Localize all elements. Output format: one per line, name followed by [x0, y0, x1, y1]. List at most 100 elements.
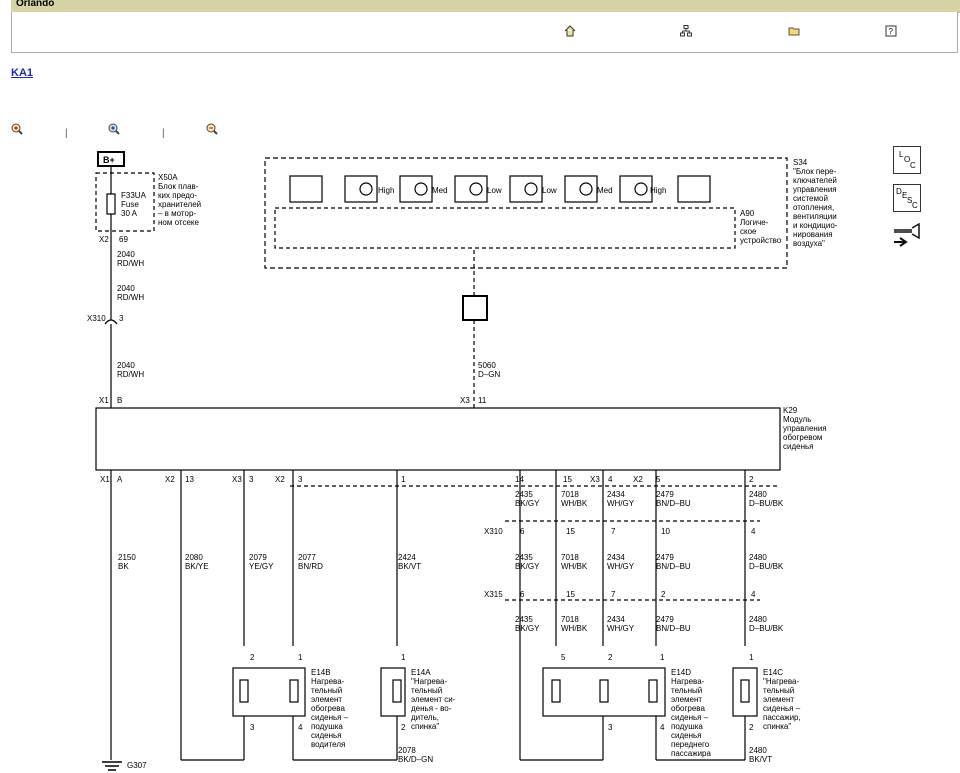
- svg-text:переднего: переднего: [671, 740, 710, 749]
- svg-text:2434: 2434: [607, 615, 625, 624]
- svg-text:водителя: водителя: [311, 740, 345, 749]
- svg-text:"Нагрева-: "Нагрева-: [763, 677, 799, 686]
- help-icon[interactable]: ?: [885, 25, 897, 37]
- svg-text:ское: ское: [740, 227, 757, 236]
- svg-text:4: 4: [298, 723, 303, 732]
- svg-text:X1: X1: [99, 396, 109, 405]
- svg-text:A: A: [117, 475, 123, 484]
- svg-text:2479: 2479: [656, 490, 674, 499]
- svg-text:элемент: элемент: [311, 695, 342, 704]
- svg-text:элемент: элемент: [763, 695, 794, 704]
- svg-text:2480: 2480: [749, 746, 767, 755]
- svg-text:тельный: тельный: [411, 686, 442, 695]
- zoom-fit-icon[interactable]: [108, 123, 120, 135]
- svg-text:WH/BK: WH/BK: [561, 499, 588, 508]
- window-title: Orlando: [16, 0, 55, 9]
- description-button[interactable]: D E S C: [893, 184, 921, 212]
- zoom-out-icon[interactable]: [206, 123, 218, 135]
- svg-text:3: 3: [608, 723, 613, 732]
- svg-text:B: B: [117, 396, 122, 405]
- svg-text:2479: 2479: [656, 615, 674, 624]
- zoom-in-icon[interactable]: [11, 123, 23, 135]
- svg-text:30 A: 30 A: [121, 209, 138, 218]
- svg-text:X3: X3: [590, 475, 600, 484]
- svg-text:E14A: E14A: [411, 668, 431, 677]
- svg-text:K29: K29: [783, 406, 798, 415]
- svg-text:BK/VT: BK/VT: [749, 755, 772, 764]
- svg-text:BK/YE: BK/YE: [185, 562, 209, 571]
- svg-text:13: 13: [185, 475, 194, 484]
- svg-text:тельный: тельный: [671, 686, 702, 695]
- svg-text:E14D: E14D: [671, 668, 691, 677]
- svg-text:WH/GY: WH/GY: [607, 499, 635, 508]
- svg-text:спинка": спинка": [411, 722, 439, 731]
- svg-text:G307: G307: [127, 761, 147, 770]
- svg-text:– в мотор-: – в мотор-: [158, 209, 196, 218]
- svg-text:2079: 2079: [249, 553, 267, 562]
- svg-text:BK/GY: BK/GY: [515, 499, 540, 508]
- svg-text:5: 5: [561, 653, 566, 662]
- svg-text:сиденья –: сиденья –: [671, 713, 709, 722]
- svg-text:2480: 2480: [749, 490, 767, 499]
- switch-left: [289, 175, 323, 203]
- svg-text:WH/BK: WH/BK: [561, 624, 588, 633]
- folder-icon[interactable]: [788, 25, 800, 37]
- svg-text:7018: 7018: [561, 553, 579, 562]
- svg-text:сиденья –: сиденья –: [311, 713, 349, 722]
- svg-text:Med: Med: [597, 186, 613, 195]
- svg-text:2: 2: [250, 653, 255, 662]
- svg-text:X1: X1: [100, 475, 110, 484]
- svg-text:High: High: [650, 186, 666, 195]
- svg-text:2434: 2434: [607, 490, 625, 499]
- svg-text:WH/BK: WH/BK: [561, 562, 588, 571]
- fuse-block-outline: [95, 172, 155, 232]
- svg-text:O: O: [904, 155, 910, 164]
- svg-text:1: 1: [401, 653, 406, 662]
- svg-text:X2: X2: [275, 475, 285, 484]
- svg-text:L: L: [899, 150, 904, 159]
- svg-text:3: 3: [298, 475, 303, 484]
- svg-text:2: 2: [608, 653, 613, 662]
- svg-text:пассажира: пассажира: [671, 749, 712, 758]
- zoom-separator: |: [65, 128, 68, 139]
- svg-text:BN/D–BU: BN/D–BU: [656, 562, 691, 571]
- svg-text:Логиче-: Логиче-: [740, 218, 769, 227]
- svg-text:D–BU/BK: D–BU/BK: [749, 562, 784, 571]
- svg-text:элемент си-: элемент си-: [411, 695, 456, 704]
- svg-text:2078: 2078: [398, 746, 416, 755]
- svg-text:пассажир,: пассажир,: [763, 713, 801, 722]
- svg-text:15: 15: [563, 475, 572, 484]
- svg-text:2: 2: [401, 723, 406, 732]
- svg-text:4: 4: [660, 723, 665, 732]
- ka1-link[interactable]: KA1: [11, 67, 34, 79]
- svg-text:X315: X315: [484, 590, 503, 599]
- svg-text:Нагрева-: Нагрева-: [671, 677, 705, 686]
- svg-text:X310: X310: [484, 527, 503, 536]
- location-button[interactable]: L O C: [893, 146, 921, 174]
- svg-text:элемент: элемент: [671, 695, 702, 704]
- home-icon[interactable]: [564, 25, 576, 37]
- svg-text:A90: A90: [740, 209, 755, 218]
- svg-text:D–BU/BK: D–BU/BK: [749, 624, 784, 633]
- svg-text:2150: 2150: [118, 553, 136, 562]
- svg-text:D–BU/BK: D–BU/BK: [749, 499, 784, 508]
- svg-text:устройство: устройство: [740, 236, 782, 245]
- e14c-box: [732, 667, 758, 717]
- svg-text:X310: X310: [87, 314, 106, 323]
- svg-text:денья - во-: денья - во-: [411, 704, 452, 713]
- connector-view-icon[interactable]: [892, 222, 922, 250]
- switch-right: [677, 175, 711, 203]
- svg-text:10: 10: [661, 527, 670, 536]
- svg-text:E: E: [902, 191, 907, 200]
- svg-text:3: 3: [250, 723, 255, 732]
- svg-text:Блок плав-: Блок плав-: [158, 182, 199, 191]
- svg-text:High: High: [378, 186, 394, 195]
- tree-icon[interactable]: [680, 25, 692, 37]
- svg-text:"Нагрева-: "Нагрева-: [411, 677, 447, 686]
- svg-text:S: S: [907, 196, 912, 205]
- svg-text:1: 1: [660, 653, 665, 662]
- svg-text:S34: S34: [793, 158, 808, 167]
- svg-text:сиденья: сиденья: [783, 442, 814, 451]
- svg-text:ких предо-: ких предо-: [158, 191, 197, 200]
- svg-text:управления: управления: [793, 185, 837, 194]
